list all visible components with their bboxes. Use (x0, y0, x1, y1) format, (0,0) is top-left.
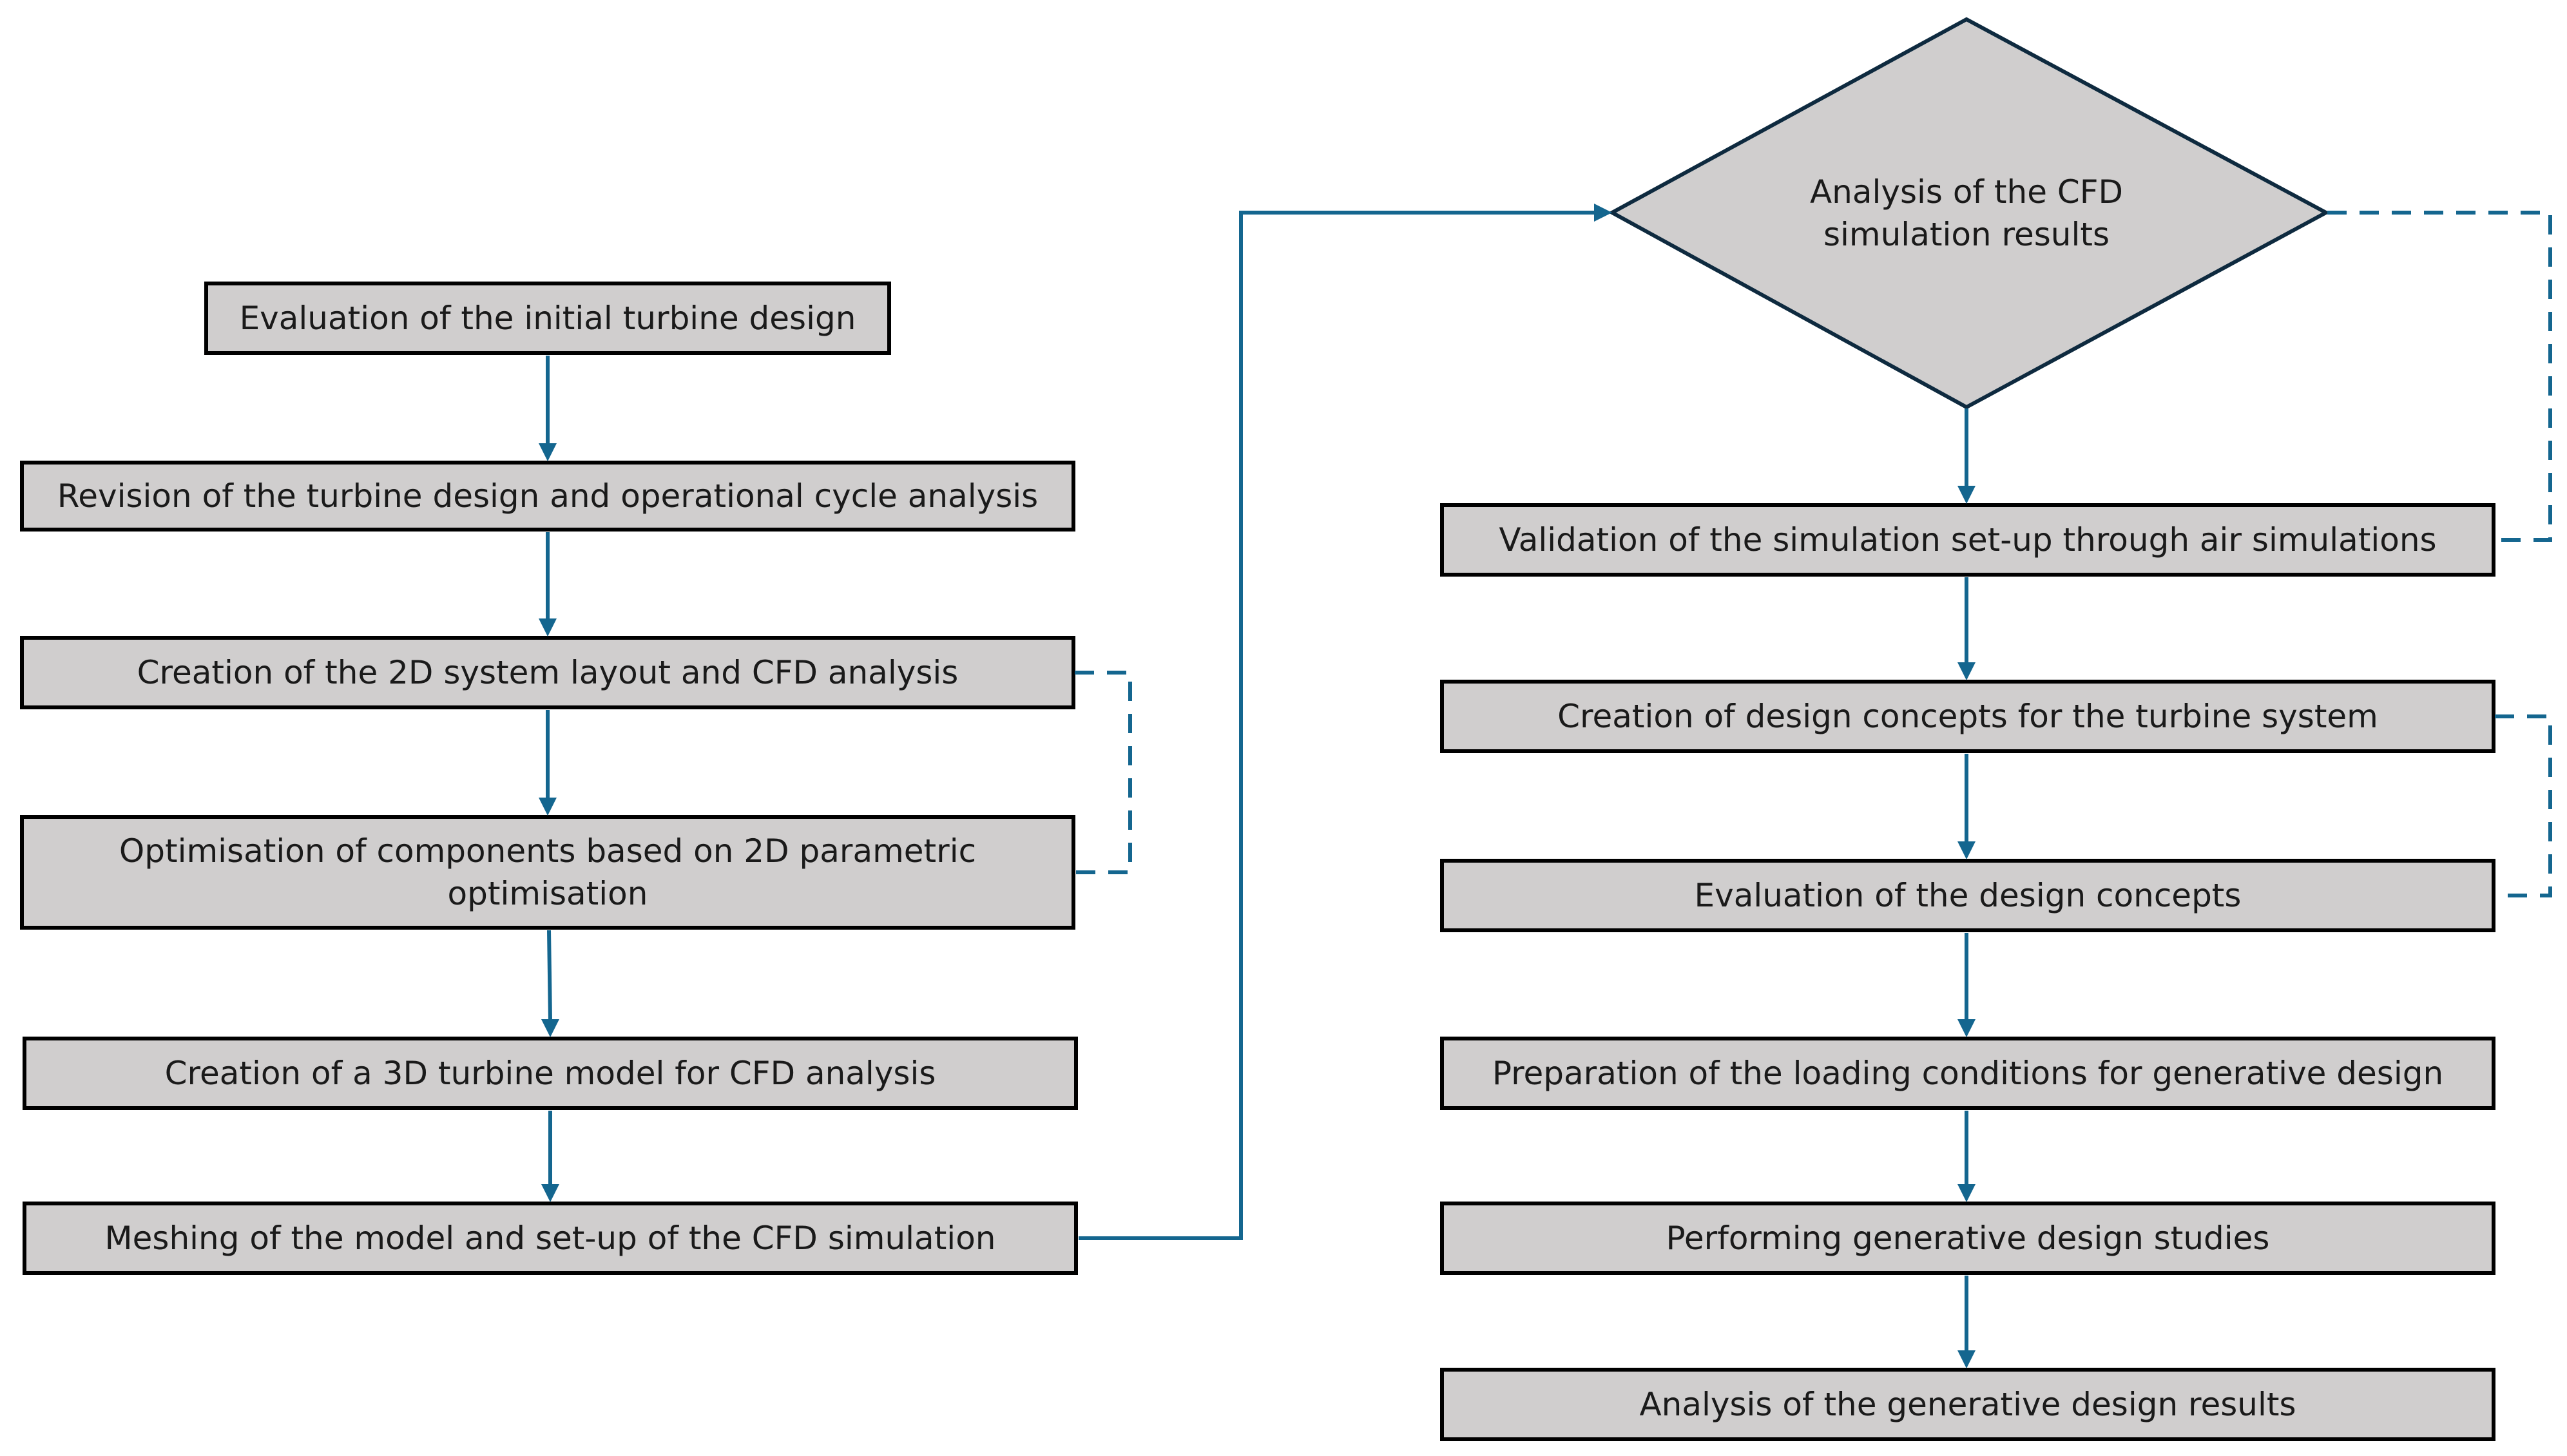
box-3d-model: Creation of a 3D turbine model for CFD a… (23, 1037, 1078, 1110)
box-evaluation-initial-design-label: Evaluation of the initial turbine design (240, 300, 856, 337)
box-3d-model-label: Creation of a 3D turbine model for CFD a… (165, 1055, 936, 1092)
box-validation-label: Validation of the simulation set-up thro… (1499, 521, 2436, 559)
arrow-meshing-to-decision (1079, 204, 1612, 1240)
arrow-initial-to-revision (539, 356, 557, 461)
arrow-studies-to-results (1957, 1276, 1976, 1368)
arrow-loading-to-studies (1957, 1111, 1976, 1202)
arrow-evaluation-to-loading (1957, 933, 1976, 1037)
box-loading-conditions-label: Preparation of the loading conditions fo… (1492, 1055, 2443, 1092)
decision-cfd-analysis: Analysis of the CFD simulation results (1608, 17, 2331, 410)
arrow-validation-to-concepts (1957, 577, 1976, 680)
box-2d-layout-label: Creation of the 2D system layout and CFD… (137, 654, 959, 691)
box-optimisation-label-line1: Optimisation of components based on 2D p… (119, 832, 976, 870)
box-evaluation-initial-design: Evaluation of the initial turbine design (204, 282, 891, 355)
box-loading-conditions: Preparation of the loading conditions fo… (1440, 1037, 2495, 1110)
box-generative-studies-label: Performing generative design studies (1666, 1220, 2270, 1257)
box-optimisation: Optimisation of components based on 2D p… (20, 815, 1075, 930)
arrow-3d-model-to-meshing (541, 1111, 559, 1202)
box-meshing-label: Meshing of the model and set-up of the C… (105, 1220, 996, 1257)
box-design-concepts: Creation of design concepts for the turb… (1440, 680, 2495, 753)
box-meshing: Meshing of the model and set-up of the C… (23, 1202, 1078, 1275)
box-evaluation-concepts: Evaluation of the design concepts (1440, 859, 2495, 932)
loop-decision-validation (2327, 211, 2552, 542)
arrow-decision-to-validation (1957, 408, 1976, 504)
box-generative-results-label: Analysis of the generative design result… (1639, 1386, 2296, 1423)
box-revision: Revision of the turbine design and opera… (20, 461, 1075, 532)
decision-cfd-analysis-label-line2: simulation results (1823, 216, 2110, 253)
loop-layout-optimisation (1075, 671, 1132, 874)
box-2d-layout: Creation of the 2D system layout and CFD… (20, 636, 1075, 709)
box-design-concepts-label: Creation of design concepts for the turb… (1557, 698, 2378, 735)
decision-cfd-analysis-label-line1: Analysis of the CFD (1810, 173, 2123, 211)
arrow-layout-to-optimisation (539, 710, 557, 816)
box-optimisation-label-line2: optimisation (448, 875, 648, 912)
arrow-optimisation-to-3d-model (541, 930, 559, 1037)
box-generative-results: Analysis of the generative design result… (1440, 1368, 2495, 1441)
arrow-concepts-to-evaluation (1957, 754, 1976, 859)
loop-concepts-evaluation (2495, 714, 2552, 897)
box-revision-label: Revision of the turbine design and opera… (57, 477, 1039, 515)
box-validation: Validation of the simulation set-up thro… (1440, 503, 2495, 577)
arrow-revision-to-layout (539, 532, 557, 637)
box-evaluation-concepts-label: Evaluation of the design concepts (1695, 877, 2242, 914)
box-generative-studies: Performing generative design studies (1440, 1202, 2495, 1275)
